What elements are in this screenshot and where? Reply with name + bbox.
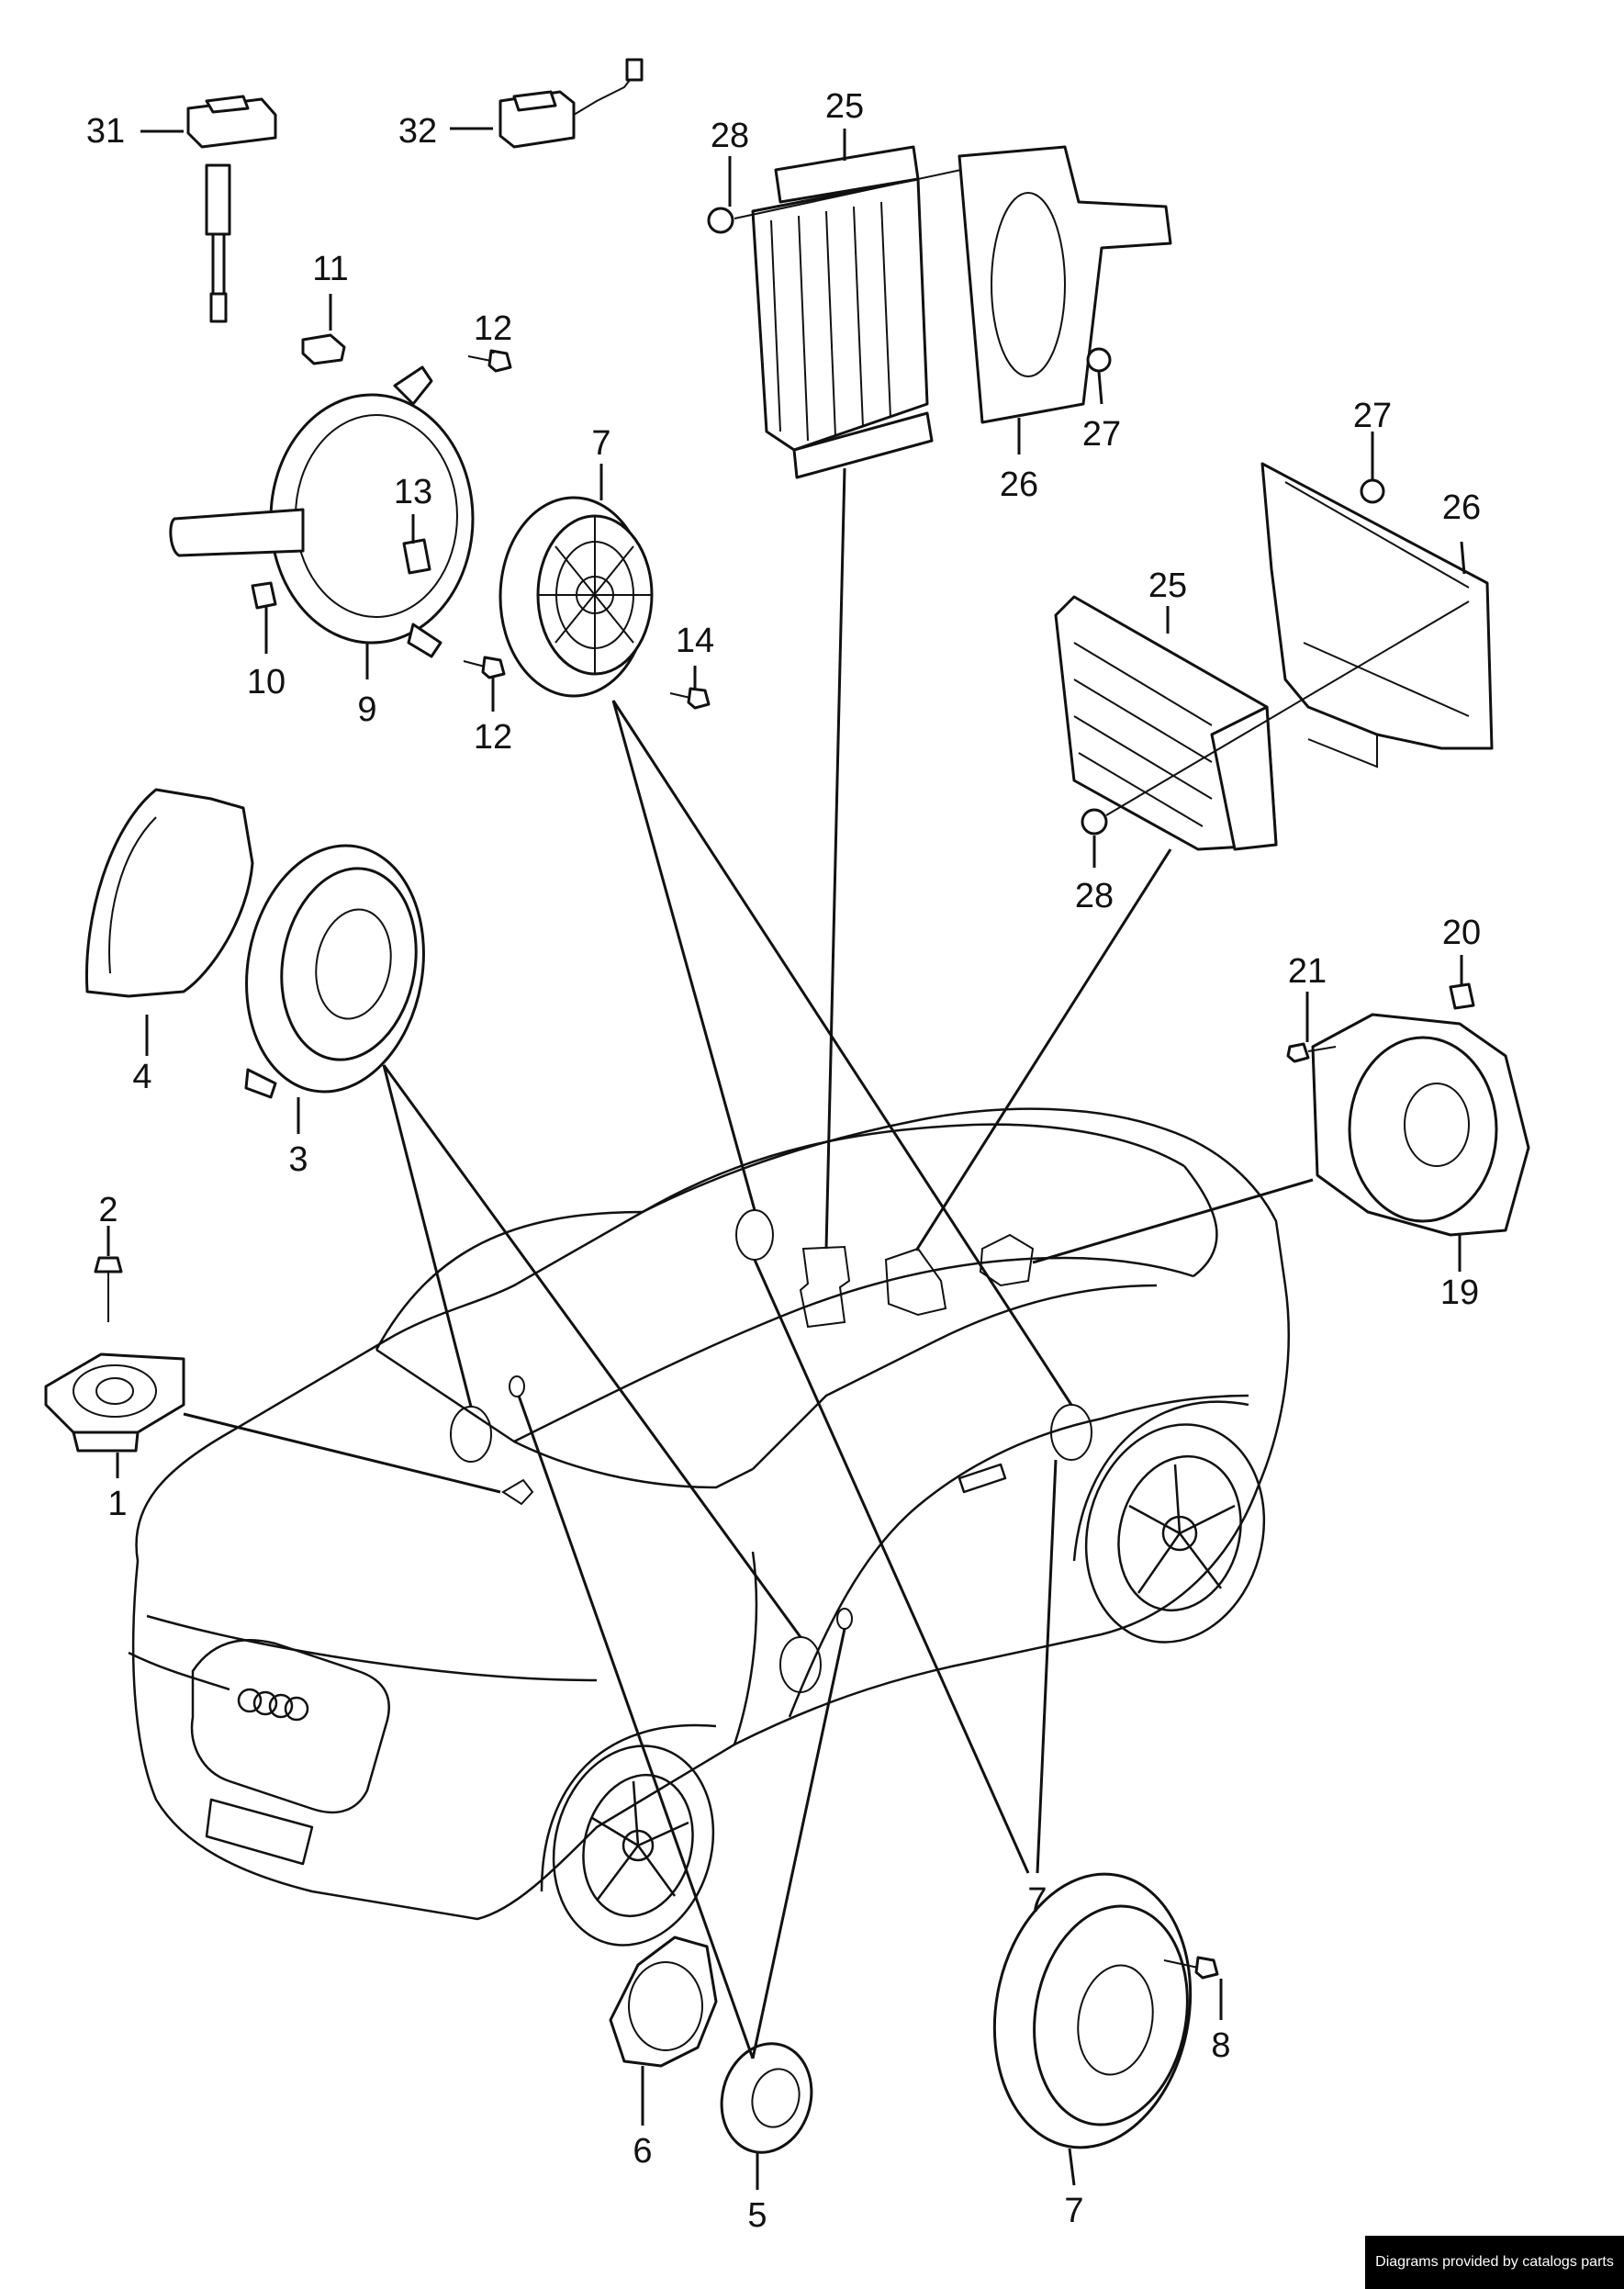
callout-31: 31 [86, 112, 125, 151]
callout-26-right: 26 [1442, 488, 1481, 527]
part-14-screw [669, 687, 711, 710]
callout-20: 20 [1442, 914, 1481, 952]
part-28-nut-top [707, 164, 983, 234]
callout-27-top: 27 [1082, 415, 1121, 454]
part-20-clip [1449, 982, 1475, 1010]
part-7-speaker-top [498, 496, 654, 698]
credit-badge: Diagrams provided by catalogs parts [1365, 2236, 1624, 2289]
callout-25-top: 25 [825, 87, 864, 126]
callout-11: 11 [312, 250, 348, 288]
part-11-clip [301, 333, 346, 365]
callout-12-top: 12 [474, 309, 512, 348]
callout-5: 5 [747, 2196, 767, 2235]
part-26-bracket-right [1260, 462, 1494, 769]
callout-27-right: 27 [1353, 397, 1392, 435]
part-10-clip [251, 581, 277, 610]
part-7-speaker-bottom [992, 1872, 1193, 2149]
part-27-nut-top [1086, 347, 1112, 373]
callout-7-bottom: 7 [1064, 2192, 1083, 2230]
part-2-screw [94, 1256, 123, 1322]
callout-26-top: 26 [1000, 466, 1038, 504]
callout-6: 6 [633, 2132, 652, 2171]
part-32-antenna-amp [498, 58, 644, 149]
part-12-screw-top [467, 349, 512, 373]
callout-28-top: 28 [711, 117, 749, 155]
part-3-woofer [244, 844, 425, 1099]
callout-25-right: 25 [1148, 567, 1187, 605]
callout-2: 2 [98, 1191, 118, 1229]
callout-14: 14 [676, 622, 714, 660]
callout-3: 3 [288, 1140, 308, 1179]
part-31-antenna-module [186, 95, 277, 323]
callout-12-bottom: 12 [474, 718, 512, 757]
part-25-amplifier-top [751, 145, 934, 479]
part-12-screw-bottom [463, 656, 506, 679]
callout-28-right: 28 [1075, 877, 1114, 915]
callout-9: 9 [357, 690, 376, 729]
callout-10: 10 [247, 663, 286, 701]
part-19-rear-speaker [1311, 1013, 1530, 1237]
part-8-screw [1163, 1956, 1219, 1980]
part-5-tweeter [720, 2042, 813, 2154]
part-9-speaker-bracket [169, 365, 475, 658]
callout-1: 1 [107, 1485, 127, 1523]
callout-7-top: 7 [591, 424, 610, 463]
callout-19: 19 [1440, 1274, 1479, 1312]
part-21-screw [1286, 1042, 1337, 1063]
part-27-nut-right [1360, 478, 1385, 504]
callout-7-middle: 7 [1027, 1881, 1047, 1920]
callout-4: 4 [132, 1058, 151, 1096]
car-body-outline [128, 1107, 1290, 1947]
part-6-tweeter-bracket [609, 1936, 718, 2068]
callout-13: 13 [394, 473, 432, 511]
callout-21: 21 [1288, 952, 1327, 991]
part-4-speaker-ring [84, 788, 254, 998]
part-26-bracket-top [958, 145, 1172, 424]
callout-labels: 31 32 11 12 28 25 26 27 7 13 10 9 12 14 … [86, 87, 1481, 2235]
callout-32: 32 [398, 112, 437, 151]
part-1-tweeter [44, 1352, 185, 1453]
callout-8: 8 [1211, 2026, 1230, 2065]
leader-lines [106, 127, 1466, 2190]
part-28-nut-right [1081, 600, 1470, 836]
part-13-clip-nut [402, 538, 431, 575]
